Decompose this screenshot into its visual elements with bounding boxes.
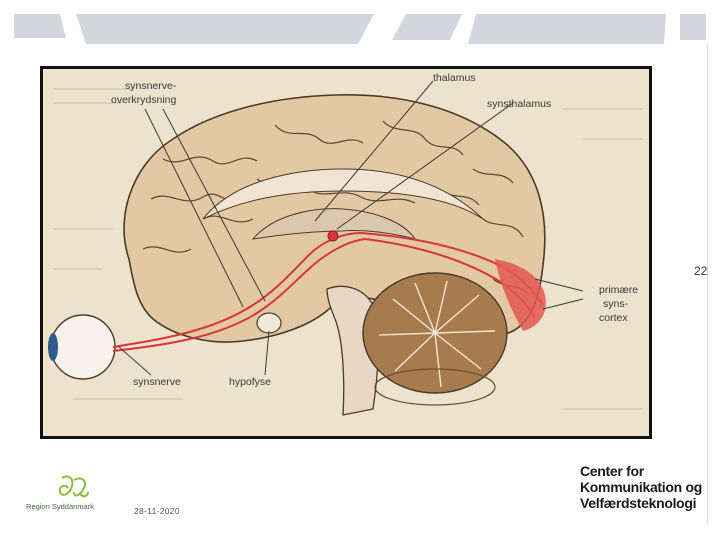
label-visual-thalamus: synsthalamus xyxy=(487,98,551,110)
synsthalamus-node xyxy=(327,230,339,242)
cerebellum-folds xyxy=(378,280,496,388)
corpus-callosum xyxy=(202,168,484,220)
header-band xyxy=(14,14,706,44)
pituitary-gland xyxy=(256,312,282,334)
label-primary-cortex-line2: syns- xyxy=(603,298,629,310)
right-border-line xyxy=(707,44,708,524)
region-logo-text: Region Syddanmark xyxy=(26,502,94,511)
label-primary-cortex-line3: cortex xyxy=(599,312,628,324)
slide-date: 28-11-2020 xyxy=(134,506,180,516)
primary-visual-cortex xyxy=(495,259,546,331)
brain-diagram: synsnerve- overkrydsning thalamus synsth… xyxy=(43,69,649,436)
label-thalamus: thalamus xyxy=(433,72,476,84)
center-logo-line1: Center for xyxy=(580,463,644,479)
center-logo: Center for Kommunikation og Velfærdstekn… xyxy=(580,463,710,511)
label-optic-chiasm-line2: overkrydsning xyxy=(111,94,177,106)
slide-number: 22 xyxy=(694,264,708,278)
center-logo-line2: Kommunikation og xyxy=(580,479,702,495)
brain-diagram-photo: synsnerve- overkrydsning thalamus synsth… xyxy=(40,66,652,439)
label-pointers xyxy=(118,80,584,376)
label-primary-cortex-line1: primære xyxy=(599,284,638,296)
label-pituitary: hypofyse xyxy=(229,376,271,388)
region-logo-mark xyxy=(58,475,89,498)
center-logo-line3: Velfærdsteknologi xyxy=(580,495,697,511)
region-syddanmark-logo: Region Syddanmark xyxy=(22,474,132,520)
eye-iris xyxy=(48,333,58,361)
label-optic-nerve: synsnerve xyxy=(133,376,181,388)
eye xyxy=(50,314,116,380)
label-optic-chiasm-line1: synsnerve- xyxy=(125,80,177,92)
